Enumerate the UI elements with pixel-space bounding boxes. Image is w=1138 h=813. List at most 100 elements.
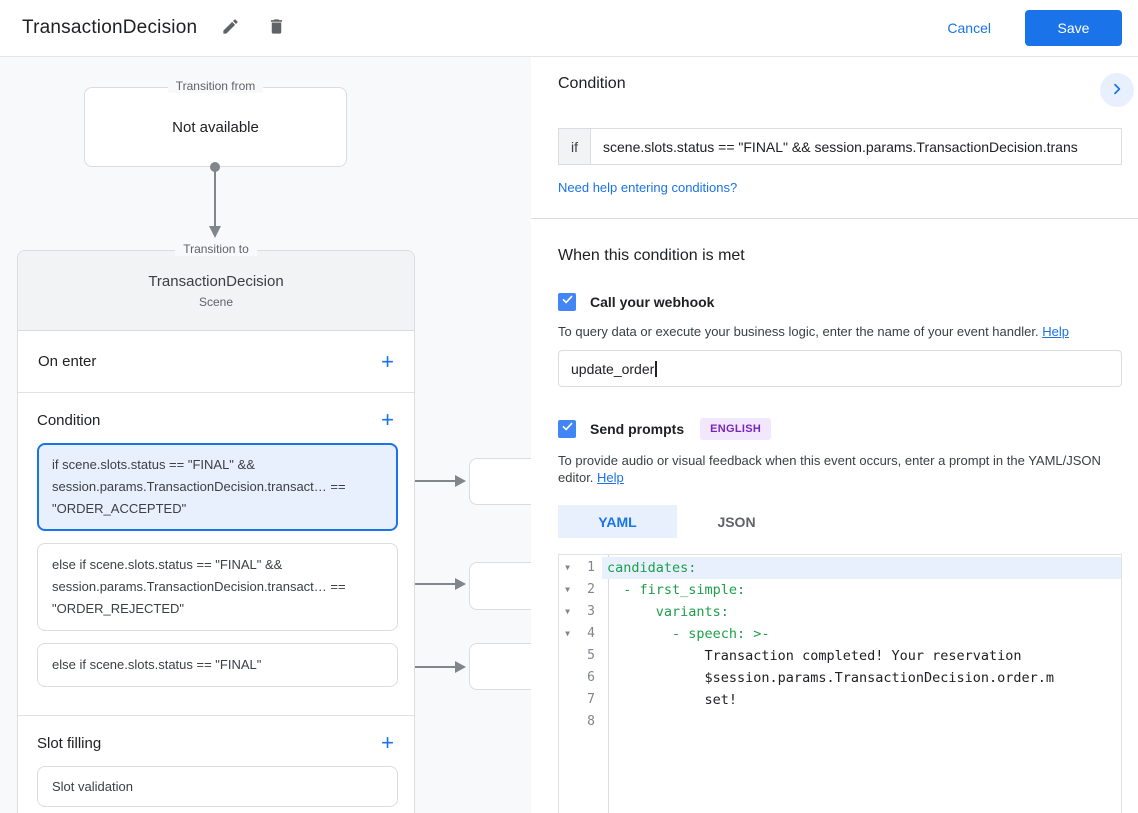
on-enter-label: On enter <box>38 353 97 370</box>
add-condition-button[interactable]: + <box>377 409 398 431</box>
header-actions: Cancel Save <box>947 10 1122 46</box>
scene-card-header[interactable]: TransactionDecision Scene <box>18 251 414 331</box>
condition-section: Condition + if scene.slots.status == "FI… <box>18 393 414 715</box>
chevron-right-icon <box>1109 81 1125 100</box>
fold-spacer <box>559 689 576 711</box>
fold-spacer <box>559 711 576 733</box>
scene-diagram-canvas: Transition from Not available Transition… <box>0 57 531 813</box>
when-condition-title: When this condition is met <box>558 247 745 264</box>
send-prompts-row: Send prompts ENGLISH <box>558 418 1122 440</box>
editor-line[interactable]: ▼ 1 candidates: <box>559 557 1121 579</box>
code-text[interactable]: set! <box>607 692 738 708</box>
prompt-format-tabs: YAML JSON <box>558 505 1122 538</box>
if-label: if <box>558 128 590 165</box>
condition-editor-panel: Condition if Need help entering conditio… <box>531 57 1138 813</box>
page-title: TransactionDecision <box>22 17 198 38</box>
code-text[interactable] <box>602 711 1121 733</box>
text-cursor <box>655 360 657 377</box>
main-area: Transition from Not available Transition… <box>0 57 1138 813</box>
transition-from-label: Transition from <box>167 79 264 93</box>
delete-scene-button[interactable] <box>263 15 289 41</box>
condition-expression-input[interactable] <box>590 128 1122 165</box>
fold-spacer <box>559 667 576 689</box>
line-number: 3 <box>587 604 595 619</box>
add-slot-filling-button[interactable]: + <box>377 732 398 754</box>
call-webhook-checkbox[interactable] <box>558 293 576 311</box>
yaml-prompt-editor[interactable]: ▼ 1 candidates: ▼ 2 - first_simple: ▼ 3 varian… <box>558 554 1122 813</box>
prompts-description: To provide audio or visual feedback when… <box>558 453 1101 485</box>
tab-yaml[interactable]: YAML <box>558 505 677 538</box>
line-number: 7 <box>587 692 595 707</box>
title-group: TransactionDecision <box>22 15 289 41</box>
prompts-help-link[interactable]: Help <box>597 470 624 485</box>
editor-line[interactable]: 7 set! <box>559 689 1121 711</box>
fold-toggle-icon[interactable]: ▼ <box>565 629 570 638</box>
section-divider <box>531 218 1138 219</box>
pencil-icon <box>221 17 240 39</box>
code-text[interactable]: - speech: >- <box>607 626 770 642</box>
editor-line[interactable]: 5 Transaction completed! Your reservatio… <box>559 645 1121 667</box>
line-number: 2 <box>587 582 595 597</box>
condition-help-link[interactable]: Need help entering conditions? <box>558 180 738 195</box>
line-number: 4 <box>587 626 595 641</box>
fold-toggle-icon[interactable]: ▼ <box>565 563 570 572</box>
slot-validation-item[interactable]: Slot validation <box>37 766 398 807</box>
transition-to-label: Transition to <box>175 242 257 256</box>
line-number: 6 <box>587 670 595 685</box>
scene-card: Transition to TransactionDecision Scene … <box>17 242 415 813</box>
condition-item-order-accepted[interactable]: if scene.slots.status == "FINAL" && sess… <box>37 443 398 531</box>
tab-json[interactable]: JSON <box>677 505 796 538</box>
call-webhook-label: Call your webhook <box>590 294 715 310</box>
condition-section-label: Condition <box>37 411 101 429</box>
language-badge: ENGLISH <box>700 418 772 440</box>
transition-from-value: Not available <box>172 118 259 136</box>
editor-lines: ▼ 1 candidates: ▼ 2 - first_simple: ▼ 3 varian… <box>559 555 1121 733</box>
top-bar: TransactionDecision Cancel Save <box>0 0 1138 57</box>
fold-toggle-icon[interactable]: ▼ <box>565 607 570 616</box>
transition-target-box-1[interactable] <box>469 458 531 505</box>
check-icon <box>561 293 574 311</box>
scene-type-label: Scene <box>198 295 234 309</box>
transition-from-box[interactable]: Transition from Not available <box>84 79 347 167</box>
send-prompts-label: Send prompts <box>590 421 685 437</box>
gutter-separator <box>608 555 609 813</box>
transition-target-box-2[interactable] <box>469 562 531 610</box>
check-icon <box>561 420 574 438</box>
on-enter-section[interactable]: On enter + <box>18 331 414 393</box>
line-number: 5 <box>587 648 595 663</box>
edit-title-button[interactable] <box>217 15 243 41</box>
code-text[interactable]: Transaction completed! Your reservation <box>607 648 1022 664</box>
editor-line[interactable]: 8 <box>559 711 1121 733</box>
slot-filling-section: Slot filling + Slot validation <box>18 715 414 813</box>
line-number: 8 <box>587 714 595 729</box>
cancel-button[interactable]: Cancel <box>947 20 991 36</box>
editor-line[interactable]: ▼ 3 variants: <box>559 601 1121 623</box>
collapse-panel-button[interactable] <box>1100 73 1134 107</box>
fold-toggle-icon[interactable]: ▼ <box>565 585 570 594</box>
webhook-help-link[interactable]: Help <box>1042 324 1069 339</box>
condition-item-order-rejected[interactable]: else if scene.slots.status == "FINAL" &&… <box>37 543 398 631</box>
webhook-handler-value: update_order <box>571 360 655 377</box>
editor-line[interactable]: 6 $session.params.TransactionDecision.or… <box>559 667 1121 689</box>
line-number: 1 <box>587 560 595 575</box>
save-button[interactable]: Save <box>1025 10 1122 46</box>
code-text[interactable]: $session.params.TransactionDecision.orde… <box>607 670 1055 686</box>
slot-filling-label: Slot filling <box>37 734 102 752</box>
editor-line[interactable]: ▼ 2 - first_simple: <box>559 579 1121 601</box>
send-prompts-checkbox[interactable] <box>558 420 576 438</box>
editor-line[interactable]: ▼ 4 - speech: >- <box>559 623 1121 645</box>
transition-target-box-3[interactable] <box>469 643 531 690</box>
condition-expression-row: if <box>558 128 1122 165</box>
code-text[interactable]: - first_simple: <box>607 582 746 598</box>
add-on-enter-button[interactable]: + <box>377 350 398 373</box>
code-text[interactable]: candidates: <box>602 557 1121 579</box>
webhook-description: To query data or execute your business l… <box>558 324 1069 339</box>
webhook-handler-input[interactable]: update_order <box>558 350 1122 387</box>
fold-spacer <box>559 645 576 667</box>
call-webhook-row: Call your webhook <box>558 293 1122 311</box>
condition-item-final[interactable]: else if scene.slots.status == "FINAL" <box>37 643 398 687</box>
code-text[interactable]: variants: <box>607 604 729 620</box>
scene-name: TransactionDecision <box>148 273 284 290</box>
trash-icon <box>267 17 286 39</box>
